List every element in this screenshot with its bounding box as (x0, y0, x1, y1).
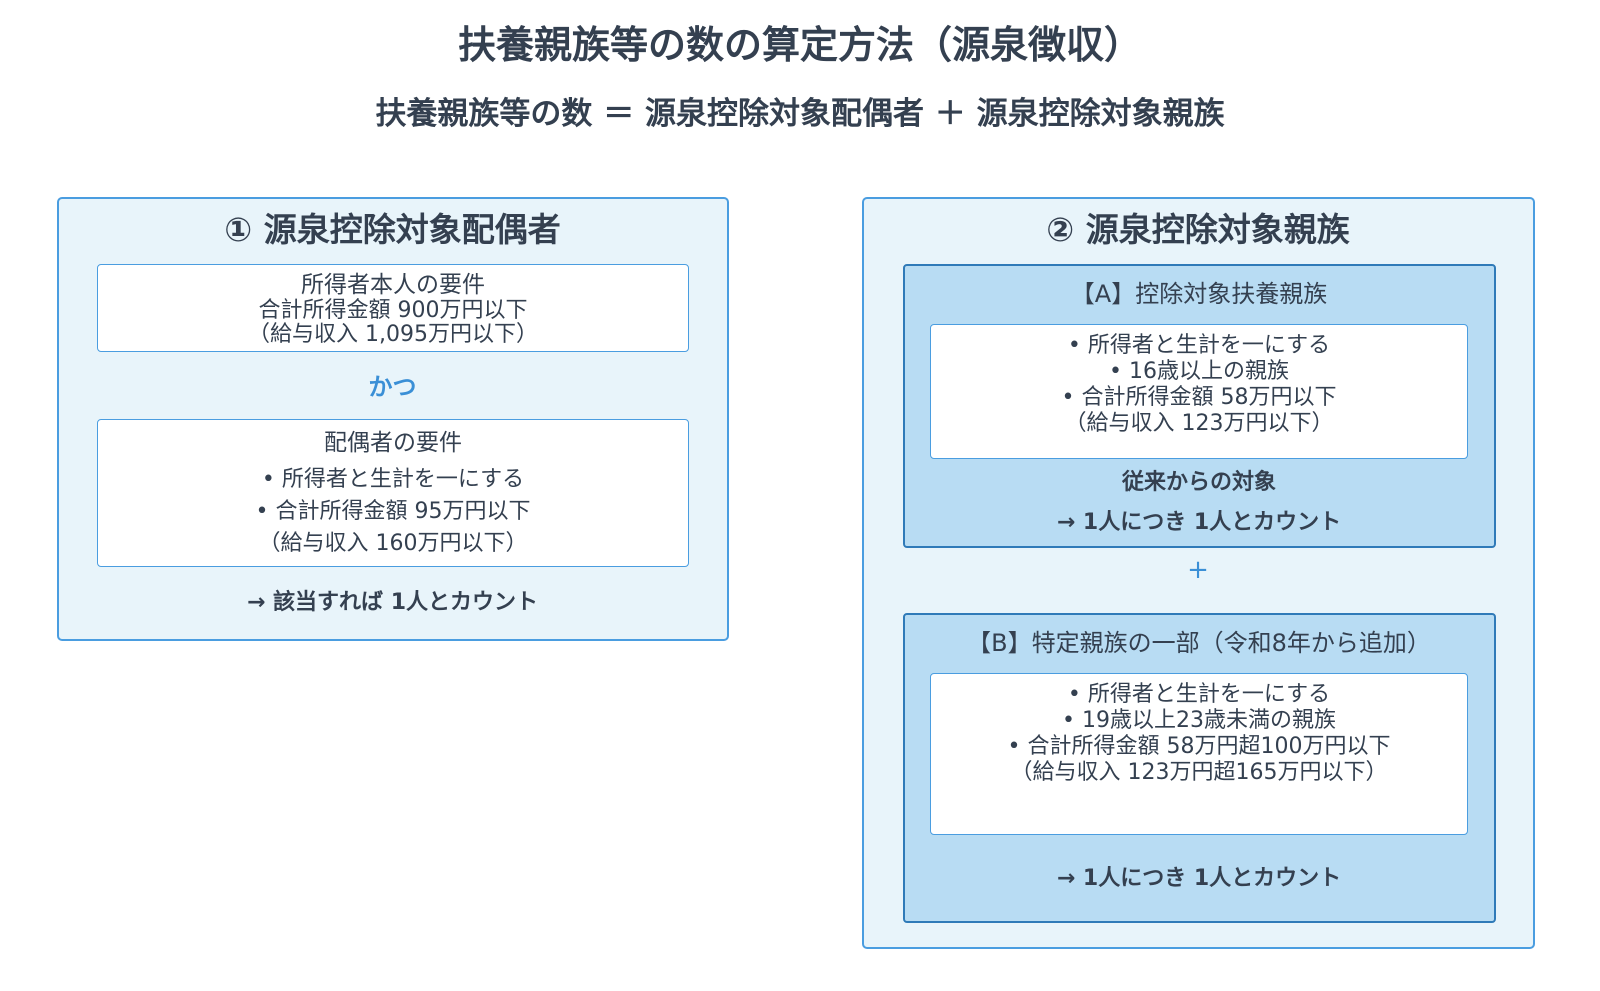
spouse-req-line: • 所得者と生計を一にする (261, 467, 525, 492)
self-req-line: （給与収入 1,095万円以下） (248, 322, 538, 347)
self-req-line: 合計所得金額 900万円以下 (258, 298, 528, 323)
group-b-line: • 所得者と生計を一にする (1067, 682, 1331, 707)
group-a-line: • 所得者と生計を一にする (1067, 333, 1331, 358)
formula: 扶養親族等の数 ＝ 源泉控除対象配偶者 ＋ 源泉控除対象親族 (375, 96, 1225, 132)
group-b-result: → 1人につき 1人とカウント (1056, 866, 1342, 891)
group-b-requirements: • 所得者と生計を一にする • 19歳以上23歳未満の親族 • 合計所得金額 5… (930, 673, 1468, 835)
spouse-result: → 該当すれば 1人とカウント (246, 590, 539, 615)
group-b-line: • 19歳以上23歳未満の親族 (1062, 708, 1336, 733)
plus-sign: + (1187, 555, 1209, 585)
spouse-requirement-box: 配偶者の要件 • 所得者と生計を一にする • 合計所得金額 95万円以下 （給与… (97, 419, 689, 567)
group-a-title: 【A】控除対象扶養親族 (1070, 280, 1328, 308)
section-spouse: ① 源泉控除対象配偶者 所得者本人の要件 合計所得金額 900万円以下 （給与収… (57, 197, 729, 641)
self-req-title: 所得者本人の要件 (301, 272, 485, 298)
spouse-req-line: • 合計所得金額 95万円以下 (255, 499, 531, 524)
group-a-note: 従来からの対象 (1121, 470, 1276, 495)
section-spouse-heading: ① 源泉控除対象配偶者 (224, 210, 561, 249)
group-b-title: 【B】特定親族の一部（令和8年から追加） (967, 629, 1431, 657)
self-requirement-box: 所得者本人の要件 合計所得金額 900万円以下 （給与収入 1,095万円以下） (97, 264, 689, 352)
group-b-box: 【B】特定親族の一部（令和8年から追加） • 所得者と生計を一にする • 19歳… (903, 613, 1496, 923)
group-a-line: • 合計所得金額 58万円以下 (1061, 385, 1337, 410)
page-title: 扶養親族等の数の算定方法（源泉徴収） (457, 23, 1142, 67)
spouse-req-title: 配偶者の要件 (324, 430, 462, 456)
section-relatives-heading: ② 源泉控除対象親族 (1046, 210, 1350, 249)
group-a-line: • 16歳以上の親族 (1109, 359, 1289, 384)
group-b-line: （給与収入 123万円超165万円以下） (1010, 760, 1388, 785)
group-a-result: → 1人につき 1人とカウント (1056, 510, 1342, 535)
and-label: かつ (368, 373, 417, 401)
group-a-box: 【A】控除対象扶養親族 • 所得者と生計を一にする • 16歳以上の親族 • 合… (903, 264, 1496, 548)
spouse-req-line: （給与収入 160万円以下） (258, 531, 528, 556)
group-a-requirements: • 所得者と生計を一にする • 16歳以上の親族 • 合計所得金額 58万円以下… (930, 324, 1468, 459)
group-a-line: （給与収入 123万円以下） (1064, 411, 1334, 436)
group-b-line: • 合計所得金額 58万円超100万円以下 (1007, 734, 1391, 759)
section-relatives: ② 源泉控除対象親族 【A】控除対象扶養親族 • 所得者と生計を一にする • 1… (862, 197, 1535, 949)
